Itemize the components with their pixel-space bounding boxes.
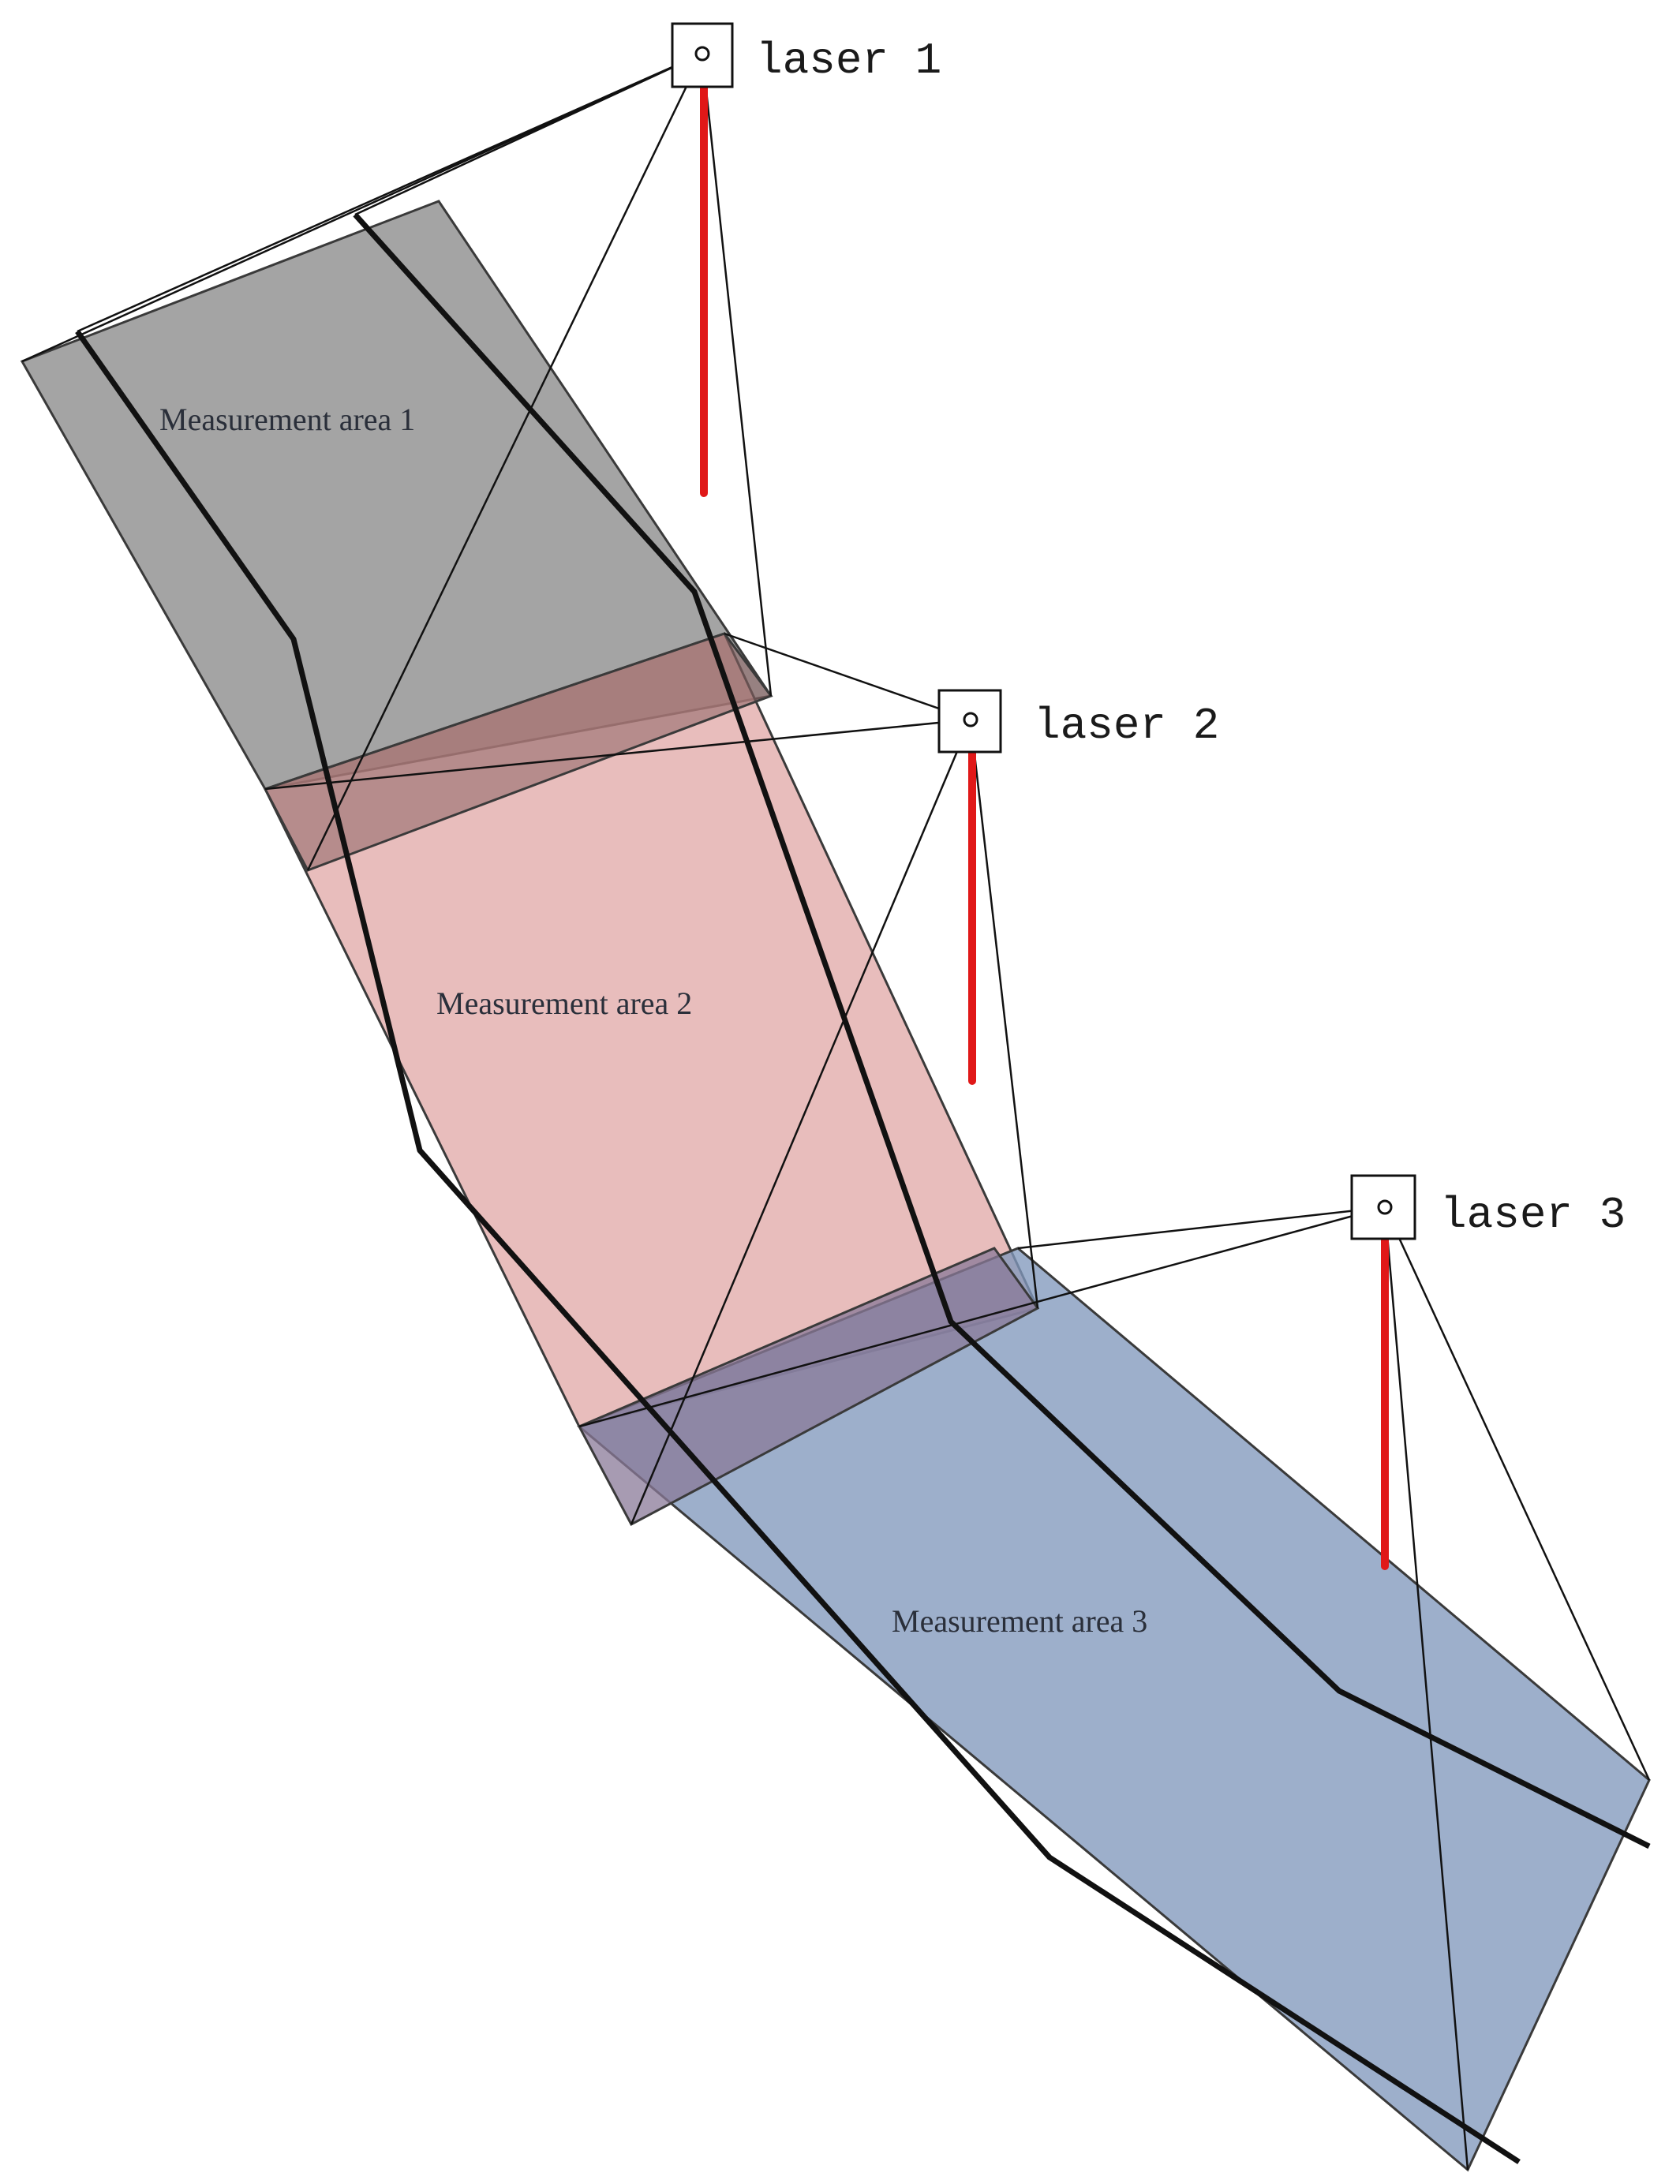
laser-3-marker [1350, 1174, 1416, 1240]
laser-1-sight-lines [21, 52, 773, 871]
measurement-area-3-label: Measurement area 3 [892, 1603, 1147, 1639]
laser-3-label: laser 3 [1440, 1190, 1626, 1240]
measurement-area-2-label: Measurement area 2 [436, 985, 692, 1021]
laser-3-sight-lines [578, 1206, 1651, 2171]
laser-2-label: laser 2 [1034, 701, 1219, 751]
left-boundary-line [75, 329, 1521, 2164]
measurement-area-1-label: Measurement area 1 [159, 402, 415, 437]
laser-2-sight-lines [264, 632, 1039, 1525]
laser-1-marker [671, 22, 734, 88]
right-boundary-line [353, 212, 1651, 1849]
laser-1-label: laser 1 [756, 36, 941, 86]
laser-2-marker [937, 689, 1002, 754]
